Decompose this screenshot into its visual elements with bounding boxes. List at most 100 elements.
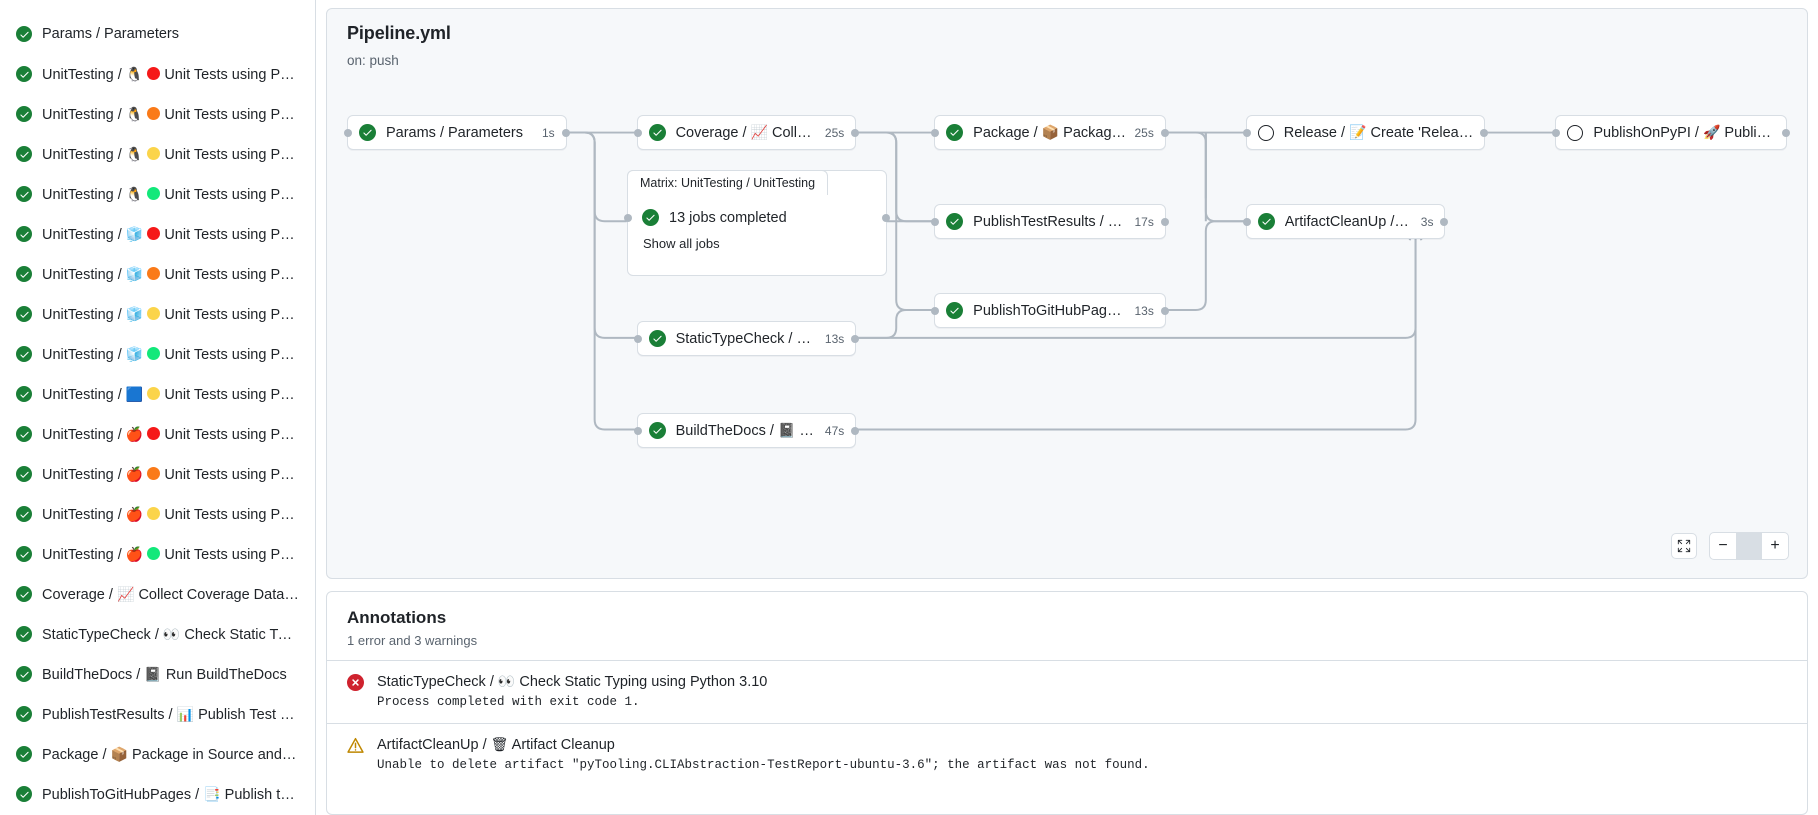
- success-check-icon: [16, 466, 32, 482]
- node-input-port: [931, 128, 940, 137]
- graph-node-step-name: Run Buil...: [799, 423, 817, 439]
- sidebar-job-item[interactable]: BuildTheDocs / 📓 Run BuildTheDocs: [6, 654, 309, 694]
- success-check-icon: [16, 626, 32, 642]
- graph-node-label: Package / 📦 Package in So...: [973, 124, 1126, 141]
- graph-node-duration: 25s: [1134, 125, 1154, 140]
- sidebar-job-prefix: UnitTesting /: [42, 66, 126, 83]
- annotation-step-name: Artifact Cleanup: [511, 737, 615, 753]
- node-input-port: [1242, 128, 1251, 137]
- sidebar-job-item[interactable]: UnitTesting / 🐧 Unit Tests using Pyth...: [6, 134, 309, 174]
- matrix-group-label: Matrix: UnitTesting / UnitTesting: [640, 176, 816, 190]
- success-check-icon: [16, 186, 32, 202]
- annotations-summary: 1 error and 3 warnings: [347, 633, 478, 648]
- sidebar-job-label: UnitTesting / 🧊 Unit Tests using Pyth...: [42, 306, 299, 323]
- sidebar-job-prefix: Coverage /: [42, 586, 117, 603]
- sidebar-job-item[interactable]: UnitTesting / 🧊 Unit Tests using Pyth...: [6, 254, 309, 294]
- annotation-job-prefix: ArtifactCleanUp /: [377, 737, 491, 753]
- sidebar-job-item[interactable]: UnitTesting / 🧊 Unit Tests using Pyth...: [6, 294, 309, 334]
- graph-node-coverage[interactable]: Coverage / 📈 Collect Cove...25s: [633, 115, 860, 150]
- success-check-icon: [1257, 213, 1275, 230]
- sidebar-job-item[interactable]: UnitTesting / 🍎 Unit Tests using Pyth...: [6, 534, 309, 574]
- sidebar-job-item[interactable]: UnitTesting / 🧊 Unit Tests using Pyth...: [6, 334, 309, 374]
- node-output-port: [1782, 128, 1790, 137]
- matrix-group-unittesting[interactable]: Matrix: UnitTesting / UnitTesting 13 job…: [624, 170, 890, 276]
- graph-node-prefix: StaticTypeCheck /: [675, 331, 797, 347]
- job-emoji-icon: 📑: [203, 785, 221, 802]
- success-check-icon: [946, 302, 964, 319]
- graph-node-publishpypi[interactable]: PublishOnPyPI / 🚀 Publish to ...: [1552, 115, 1790, 150]
- sidebar-job-label: StaticTypeCheck / 👀 Check Static Typing.…: [42, 626, 299, 643]
- node-input-port: [931, 306, 940, 315]
- success-check-icon: [16, 786, 32, 802]
- sidebar-job-item[interactable]: UnitTesting / 🧊 Unit Tests using Pyth...: [6, 214, 309, 254]
- annotation-job-prefix: StaticTypeCheck /: [377, 674, 498, 690]
- workflow-graph-card: Pipeline.yml on: push: [326, 8, 1808, 579]
- graph-node-release[interactable]: Release / 📝 Create 'Release P...: [1242, 115, 1489, 150]
- sidebar-job-item[interactable]: UnitTesting / 🐧 Unit Tests using Pyth...: [6, 94, 309, 134]
- job-emoji-icon: 🐧: [125, 185, 144, 202]
- python-version-swatch-icon: [147, 66, 161, 80]
- matrix-output-port: [882, 214, 890, 222]
- graph-node-artifact[interactable]: ArtifactCleanUp / 🗑 Artifac...3s: [1242, 204, 1449, 239]
- success-check-icon: [16, 226, 32, 242]
- annotation-message: Unable to delete artifact "pyTooling.CLI…: [377, 758, 1150, 772]
- node-output-port: [1480, 128, 1489, 137]
- graph-node-emoji-icon: 📓: [777, 422, 796, 438]
- sidebar-job-label: PublishTestResults / 📊 Publish Test Resu…: [42, 706, 299, 723]
- sidebar-job-item[interactable]: UnitTesting / 🐧 Unit Tests using Pyth...: [6, 54, 309, 94]
- success-check-icon: [648, 124, 666, 141]
- node-output-port: [851, 334, 860, 343]
- sidebar-job-item[interactable]: UnitTesting / 🐧 Unit Tests using Pyth...: [6, 174, 309, 214]
- sidebar-job-item[interactable]: Params / Parameters: [6, 14, 309, 54]
- success-check-icon: [358, 124, 376, 141]
- annotation-row[interactable]: StaticTypeCheck / 👀 Check Static Typing …: [327, 660, 1807, 723]
- success-check-icon: [16, 506, 32, 522]
- sidebar-job-prefix: UnitTesting /: [42, 346, 126, 363]
- sidebar-job-prefix: UnitTesting /: [42, 426, 126, 443]
- graph-node-statictype[interactable]: StaticTypeCheck / 👀 Chec...13s: [633, 321, 860, 356]
- graph-node-publishtests[interactable]: PublishTestResults / 📊 Pu...17s: [931, 204, 1169, 239]
- sidebar-job-item[interactable]: Package / 📦 Package in Source and Wh...: [6, 734, 309, 774]
- sidebar-job-name: Unit Tests using Pyth...: [164, 106, 299, 123]
- graph-node-step-name: Parameters: [448, 124, 523, 141]
- graph-node-label: BuildTheDocs / 📓 Run Buil...: [676, 422, 817, 439]
- graph-zoom-controls[interactable]: − +: [1671, 532, 1789, 560]
- sidebar-job-prefix: UnitTesting /: [42, 106, 126, 123]
- python-version-swatch-icon: [147, 226, 161, 240]
- matrix-jobs-summary-row[interactable]: 13 jobs completed: [642, 209, 872, 226]
- sidebar-job-label: UnitTesting / 🍎 Unit Tests using Pyth...: [42, 546, 299, 563]
- sidebar-job-name: Unit Tests using Pyth...: [164, 146, 299, 163]
- sidebar-job-label: BuildTheDocs / 📓 Run BuildTheDocs: [42, 666, 287, 683]
- sidebar-job-name: Publish Test Resu...: [198, 706, 299, 723]
- show-all-jobs-link[interactable]: Show all jobs: [643, 236, 720, 251]
- zoom-out-button[interactable]: −: [1718, 537, 1728, 554]
- matrix-group-body: 13 jobs completed Show all jobs: [628, 195, 886, 275]
- sidebar-job-item[interactable]: UnitTesting / 🟦 Unit Tests using Pyth...: [6, 374, 309, 414]
- sidebar-job-item[interactable]: UnitTesting / 🍎 Unit Tests using Pyth...: [6, 494, 309, 534]
- success-check-icon: [16, 386, 32, 402]
- job-emoji-icon: 🧊: [125, 345, 144, 362]
- success-check-icon: [16, 666, 32, 682]
- sidebar-job-item[interactable]: UnitTesting / 🍎 Unit Tests using Pyth...: [6, 414, 309, 454]
- sidebar-job-item[interactable]: Coverage / 📈 Collect Coverage Data usi..…: [6, 574, 309, 614]
- sidebar-job-item[interactable]: StaticTypeCheck / 👀 Check Static Typing.…: [6, 614, 309, 654]
- success-check-icon: [16, 106, 32, 122]
- graph-node-buildthedocs[interactable]: BuildTheDocs / 📓 Run Buil...47s: [633, 413, 860, 448]
- graph-node-label: StaticTypeCheck / 👀 Chec...: [676, 330, 817, 347]
- sidebar-job-item[interactable]: UnitTesting / 🍎 Unit Tests using Pyth...: [6, 454, 309, 494]
- annotation-job-step: StaticTypeCheck / 👀 Check Static Typing …: [377, 673, 767, 690]
- sidebar-job-item[interactable]: PublishToGitHubPages / 📑 Publish to G...: [6, 774, 309, 814]
- graph-node-duration: 1s: [541, 125, 555, 140]
- zoom-button-group[interactable]: − +: [1709, 532, 1789, 560]
- sidebar-job-item[interactable]: PublishTestResults / 📊 Publish Test Resu…: [6, 694, 309, 734]
- graph-node-package[interactable]: Package / 📦 Package in So... 25s: [931, 115, 1169, 150]
- job-emoji-icon: 🍎: [125, 505, 144, 522]
- fit-to-screen-icon[interactable]: [1671, 533, 1697, 559]
- graph-node-ghpages[interactable]: PublishToGitHubPages / 📑 ...13s: [931, 293, 1169, 328]
- zoom-in-button[interactable]: +: [1770, 537, 1780, 554]
- graph-node-emoji-icon: 📦: [1041, 124, 1060, 140]
